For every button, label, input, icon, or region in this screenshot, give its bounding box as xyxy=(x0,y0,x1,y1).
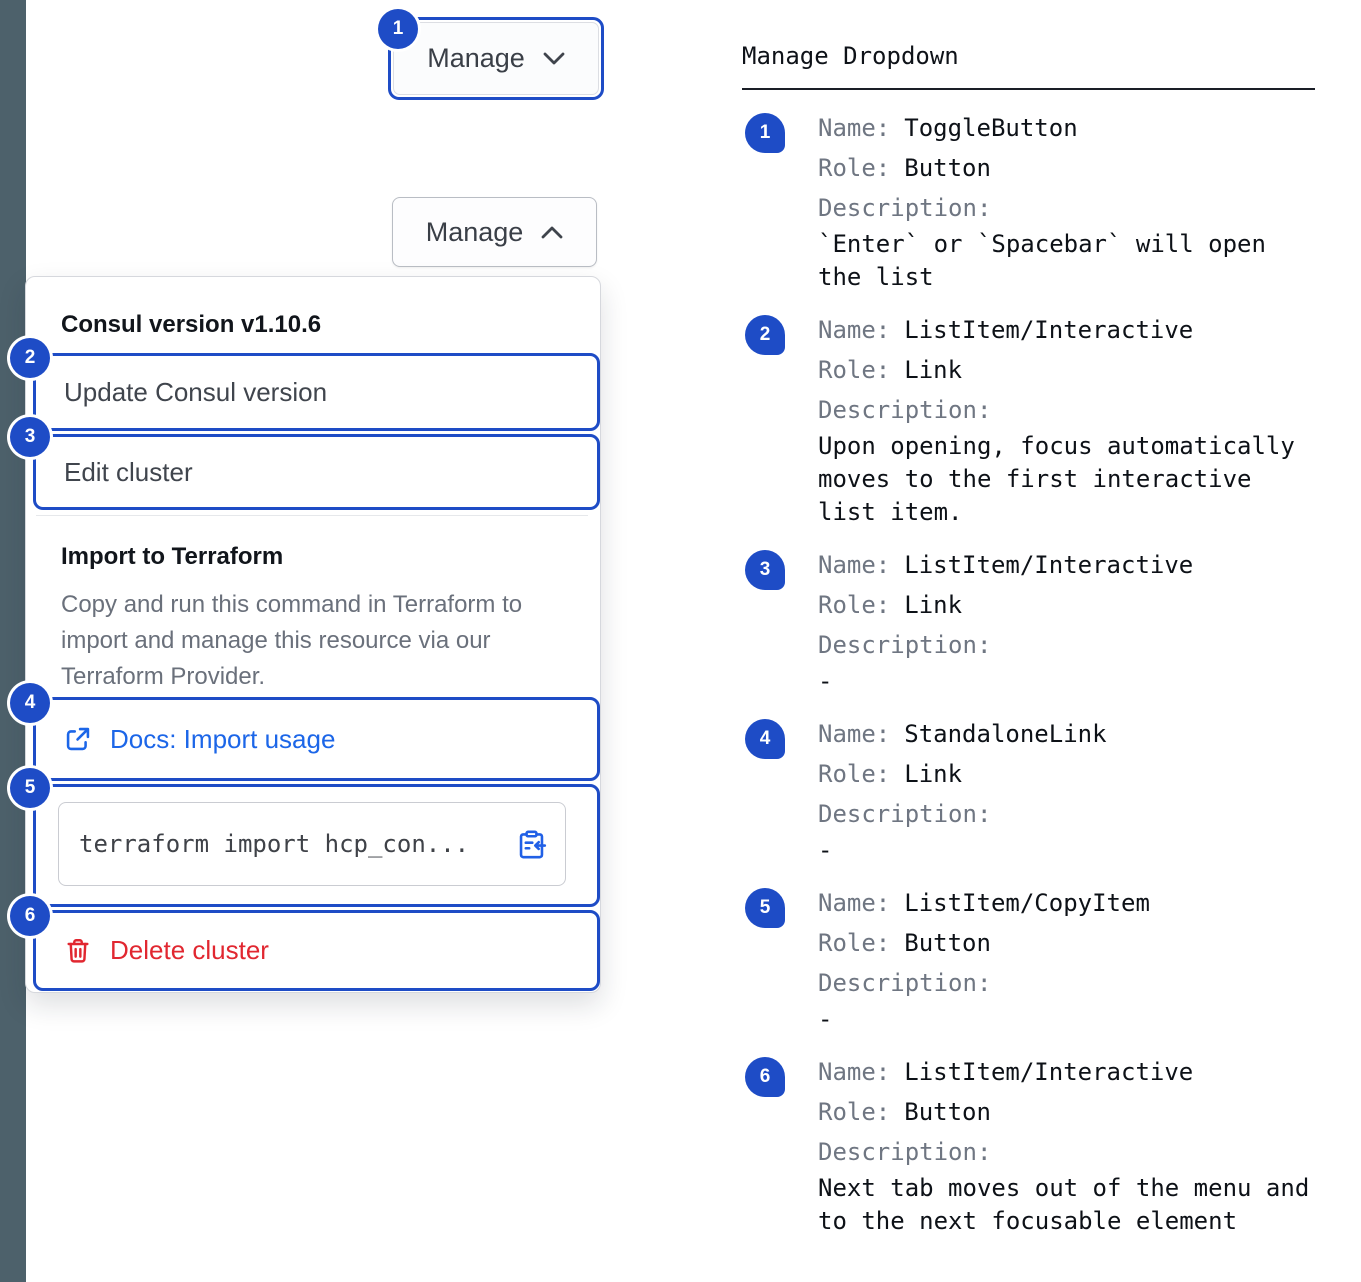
terraform-command-text: terraform import hcp_con... xyxy=(79,830,470,858)
description-label: Description: xyxy=(818,969,992,997)
role-value: Button xyxy=(904,154,991,182)
annotation-pin-5: 5 xyxy=(745,888,785,928)
manage-toggle-button[interactable]: Manage xyxy=(393,22,599,95)
annotation-entry-6: 6 Name:ListItem/Interactive Role:Button … xyxy=(745,1052,1345,1238)
menu-item-update-consul-version[interactable]: Update Consul version xyxy=(33,353,600,431)
name-value: ListItem/Interactive xyxy=(904,316,1194,344)
menu-item-label: Update Consul version xyxy=(64,376,328,407)
delete-cluster-label: Delete cluster xyxy=(110,935,269,965)
trash-icon xyxy=(67,938,89,963)
annotation-entry-4: 4 Name: StandaloneLink Role: Link Descript… xyxy=(745,714,1345,867)
annotation-badge-6: 6 xyxy=(10,896,50,936)
role-label: Role: xyxy=(818,1098,891,1126)
chevron-down-icon xyxy=(543,52,565,65)
annotations-title: Manage Dropdown xyxy=(742,42,959,70)
name-label: Name: xyxy=(818,551,891,579)
annotation-pin-3: 3 xyxy=(745,550,785,590)
description-label: Description: xyxy=(818,1138,992,1166)
description-label: Description: xyxy=(818,800,992,828)
annotation-entry-3: 3 Name: ListItem/Interactive Role: Link De… xyxy=(745,545,1345,698)
menu-item-docs-import-usage[interactable]: Docs: Import usage xyxy=(33,697,600,781)
name-value: StandaloneLink xyxy=(904,720,1107,748)
chevron-up-icon xyxy=(541,226,563,238)
annotation-badge-1: 1 xyxy=(378,9,418,49)
role-label: Role: xyxy=(818,356,891,384)
manage-toggle-label: Manage xyxy=(427,43,525,73)
consul-version-heading: Consul version v1.10.6 xyxy=(61,311,322,338)
description-value: Upon opening, focus automatically moves … xyxy=(818,432,1295,526)
annotation-entry-5: 5 Name: ListItem/CopyItem Role: Button Des… xyxy=(745,883,1345,1036)
description-label: Description: xyxy=(818,194,992,222)
import-terraform-description: Copy and run this command in Terraform t… xyxy=(61,591,523,690)
menu-item-label: Edit cluster xyxy=(64,456,193,487)
annotation-badge-2: 2 xyxy=(10,338,50,378)
menu-item-copy-command[interactable]: terraform import hcp_con... xyxy=(33,784,600,907)
role-label: Role: xyxy=(818,154,891,182)
import-terraform-heading: Import to Terraform xyxy=(61,543,284,570)
menu-item-delete-cluster[interactable]: Delete cluster xyxy=(33,910,600,991)
description-label: Description: xyxy=(818,631,992,659)
description-value: `Enter` or `Spacebar` will open the list xyxy=(818,230,1266,291)
external-link-icon xyxy=(66,727,90,751)
docs-import-usage-link: Docs: Import usage xyxy=(110,723,336,754)
name-label: Name: xyxy=(818,889,891,917)
annotation-entry-1: 1 Name: ToggleButton Role: Button Descript… xyxy=(745,108,1345,294)
menu-item-edit-cluster[interactable]: Edit cluster xyxy=(33,434,600,510)
name-value: ToggleButton xyxy=(904,114,1078,142)
name-value: ListItem/Interactive xyxy=(904,551,1194,579)
annotation-pin-6: 6 xyxy=(745,1057,785,1097)
clipboard-copy-icon xyxy=(519,830,547,858)
name-label: Name: xyxy=(818,720,891,748)
role-value: Link xyxy=(904,591,963,619)
manage-toggle-button-expanded[interactable]: Manage xyxy=(392,197,597,267)
description-label: Description: xyxy=(818,396,992,424)
role-value: Link xyxy=(904,356,963,384)
role-label: Role: xyxy=(818,929,891,957)
annotation-badge-5: 5 xyxy=(10,768,50,808)
annotation-badge-4: 4 xyxy=(10,683,50,723)
description-value: - xyxy=(818,836,833,864)
left-rail xyxy=(0,0,26,1282)
description-value: - xyxy=(818,667,833,695)
manage-toggle-focus-ring: Manage xyxy=(388,17,604,100)
name-value: ListItem/Interactive xyxy=(904,1058,1194,1086)
manage-dropdown-panel: Consul version v1.10.6 Update Consul ver… xyxy=(25,276,601,993)
annotation-badge-3: 3 xyxy=(10,417,50,457)
annotation-entry-2: 2 Name: ListItem/Interactive Role: Link De… xyxy=(745,310,1345,529)
annotations-rule xyxy=(742,88,1315,90)
terraform-command-box[interactable]: terraform import hcp_con... xyxy=(58,802,566,886)
menu-divider xyxy=(36,515,588,516)
description-value: Next tab moves out of the menu and to th… xyxy=(818,1174,1310,1235)
annotations-list: 1 Name: ToggleButton Role: Button Descript… xyxy=(745,108,1345,1254)
name-label: Name: xyxy=(818,316,891,344)
annotation-pin-4: 4 xyxy=(745,719,785,759)
role-value: Link xyxy=(904,760,963,788)
name-label: Name: xyxy=(818,114,891,142)
manage-toggle-label: Manage xyxy=(425,216,524,247)
name-value: ListItem/CopyItem xyxy=(904,889,1150,917)
role-label: Role: xyxy=(818,760,891,788)
annotation-pin-1: 1 xyxy=(745,113,785,153)
name-label: Name: xyxy=(818,1058,891,1086)
annotation-pin-2: 2 xyxy=(745,315,785,355)
role-value: Button xyxy=(904,1098,991,1126)
role-value: Button xyxy=(904,929,991,957)
role-label: Role: xyxy=(818,591,891,619)
description-value: - xyxy=(818,1005,833,1033)
